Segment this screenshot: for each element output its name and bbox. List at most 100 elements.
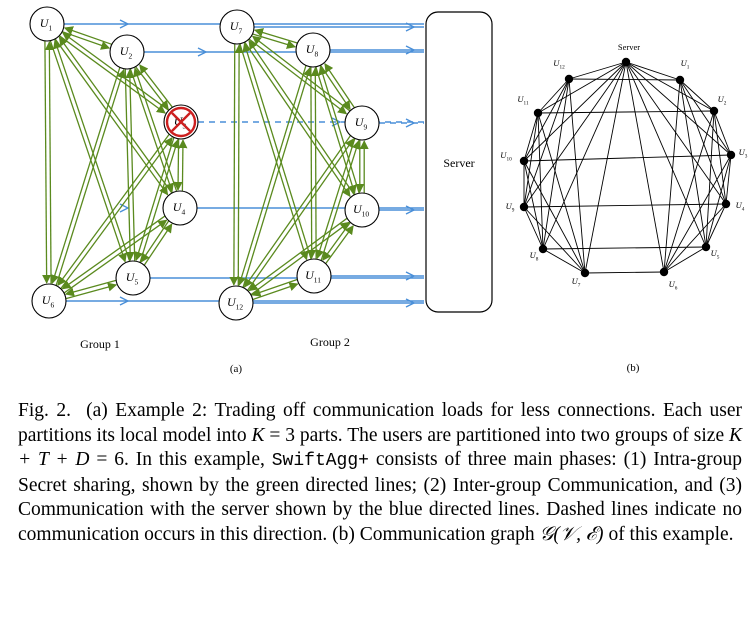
share-u9-to-u12 [243, 135, 351, 288]
edge-u1-u6 [663, 79, 681, 273]
edge-u4-u9 [523, 203, 727, 208]
edge-u9-u12 [523, 78, 570, 208]
graph-label-u5: U5 [711, 248, 720, 260]
user-node-u12: U12 [218, 285, 254, 321]
edge-u1-u12 [568, 78, 681, 81]
caption-text-1: (a) Example 2: Trading off communication… [18, 400, 743, 446]
edge-u5-u8 [542, 246, 707, 250]
user-circle-u12 [218, 285, 254, 321]
graph-label-u2: U2 [718, 94, 727, 106]
edge-u4-u6 [663, 203, 727, 273]
edge-u1-u3 [679, 79, 732, 156]
dropped-cross-icon [171, 112, 191, 132]
share-u4-to-u5 [140, 220, 170, 263]
edge-u8-u9 [523, 206, 544, 250]
share-u2-to-u6 [50, 67, 121, 285]
graph-node-u7: U7 [572, 268, 590, 288]
share-u5-to-u1 [53, 39, 131, 262]
graph-node-u4: U4 [721, 199, 745, 212]
share-u7-to-u10 [244, 41, 351, 198]
share-u6-to-u3 [60, 137, 173, 290]
edge-u5-u6 [663, 246, 707, 273]
edge-u6-u7 [584, 271, 665, 274]
graph-node-u10: U10 [500, 150, 529, 166]
user-node-u4: U4 [162, 190, 198, 226]
user-node-u6: U6 [31, 283, 67, 319]
user-circle-u4 [162, 190, 198, 226]
user-node-u11: U11 [296, 258, 332, 294]
graph-label-u4: U4 [736, 200, 745, 212]
server-arrow-u10 [405, 205, 416, 215]
server-arrow-u1 [119, 19, 130, 29]
edge-u1-u2 [679, 79, 715, 112]
graph-dot-u9 [519, 202, 529, 212]
user-node-u8: U8 [295, 32, 331, 68]
graph-node-u11: U11 [517, 94, 543, 118]
graph-dot-u12 [564, 74, 574, 84]
server-arrow-u3 [331, 117, 342, 127]
share-u1-to-u3 [59, 35, 166, 114]
graph-dot-u10 [519, 156, 529, 166]
user-circle-u10 [344, 192, 380, 228]
share-u12-to-u10 [250, 221, 350, 296]
user-circle-u5 [115, 260, 151, 296]
graph-dot-u4 [721, 199, 731, 209]
edge-u1-u5 [679, 79, 707, 248]
share-u9-to-u8 [324, 62, 355, 109]
share-u8-to-u7 [253, 28, 298, 44]
share-u3-to-u5 [134, 137, 175, 262]
user-circle-u11 [296, 258, 332, 294]
server-arrow-u11 [405, 271, 416, 281]
share-u5-to-u4 [143, 223, 173, 266]
share-u12-to-u8 [242, 66, 312, 288]
intra-group-sharing-lines [42, 26, 369, 301]
graph-server-label: Server [618, 42, 640, 52]
server-arrow-u2 [197, 47, 208, 57]
caption-group-size-expr: K + T + D [18, 424, 743, 471]
edge-server-u12 [568, 61, 627, 80]
edge-u2-u6 [663, 110, 715, 273]
dropped-user-icon [165, 106, 197, 138]
share-u4-to-u2 [133, 67, 178, 192]
share-u8-to-u11 [307, 67, 317, 259]
edge-server-u1 [625, 61, 681, 81]
share-u7-to-u9 [248, 38, 348, 115]
share-u12-to-u7 [234, 44, 244, 287]
edge-u8-u10 [523, 160, 544, 250]
share-u12-to-u9 [247, 138, 355, 291]
group2-label: Group 2 [310, 335, 350, 349]
server-arrow-u4 [119, 203, 130, 213]
graph-dot-u3 [726, 150, 736, 160]
graph-node-u8: U8 [530, 244, 548, 262]
graph-label-u7: U7 [572, 276, 581, 288]
graph-label-u3: U3 [739, 147, 748, 159]
graph-node-u6: U6 [659, 267, 678, 291]
share-u5-to-u2 [125, 69, 136, 261]
caption-text-size: = 6. In this example, [96, 449, 265, 470]
figure-caption: Fig. 2. (a) Example 2: Trading off commu… [18, 399, 742, 547]
user-node-u7: U7 [219, 9, 255, 45]
user-circle-u8 [295, 32, 331, 68]
user-node-u9: U9 [344, 105, 380, 141]
share-u4-to-u6 [61, 215, 166, 290]
user-circle-u1 [29, 6, 65, 42]
edge-u8-u11 [537, 112, 544, 250]
share-u4-to-u3 [178, 139, 188, 192]
share-u11-to-u10 [325, 225, 354, 264]
user-node-u2: U2 [109, 34, 145, 70]
caption-text-2: consists of three main phases: (1) Intra… [18, 449, 742, 545]
edge-u2-u3 [713, 110, 732, 156]
user-node-u5: U5 [115, 260, 151, 296]
edge-u2-u11 [537, 110, 715, 114]
edge-u10-u12 [523, 78, 570, 162]
share-u10-to-u8 [318, 65, 360, 194]
edge-u7-u9 [523, 206, 586, 274]
share-u8-to-u9 [320, 64, 351, 111]
edge-server-u6 [625, 61, 665, 273]
caption-algorithm-name: SwiftAgg+ [271, 451, 369, 471]
graph-node-u3: U3 [726, 147, 748, 160]
group1-label: Group 1 [80, 337, 120, 351]
graph-dot-u2 [709, 106, 719, 116]
server-label: Server [443, 156, 474, 170]
